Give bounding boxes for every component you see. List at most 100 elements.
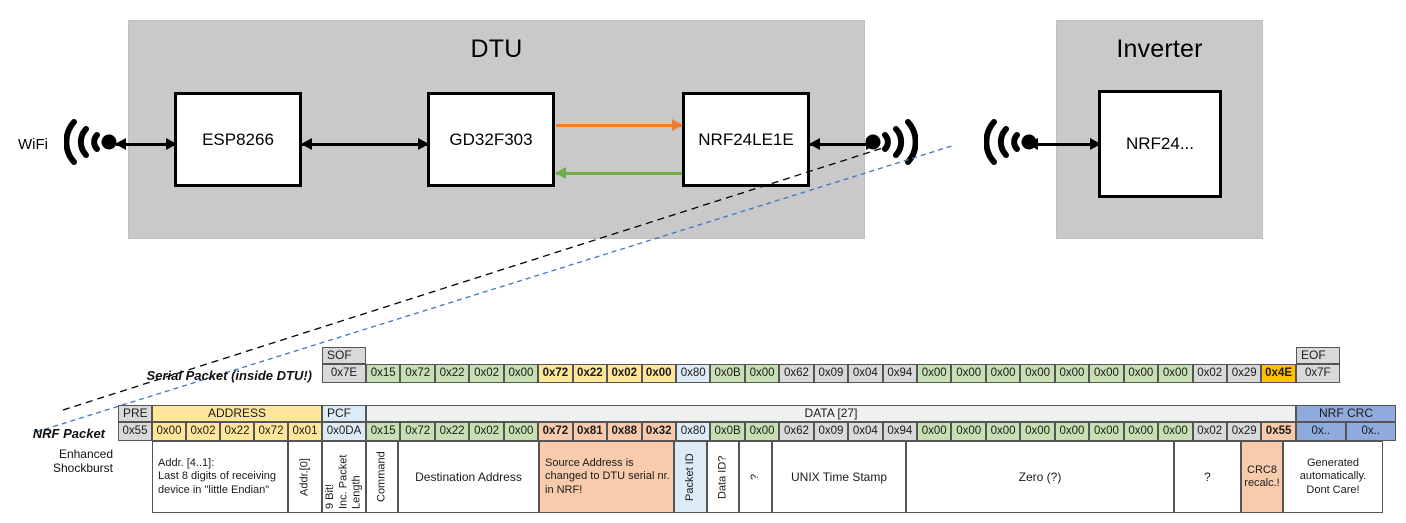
- serial-sof-header: SOF: [322, 347, 366, 364]
- nrf-byte-5: 0x72: [538, 422, 573, 441]
- nrf-byte-12: 0x62: [779, 422, 814, 441]
- serial-byte-13: 0x09: [813, 364, 849, 383]
- serial-byte-4: 0x00: [503, 364, 539, 383]
- nrf-byte-18: 0x00: [985, 422, 1021, 441]
- nrf-crc-byte-0: 0x..: [1295, 422, 1346, 441]
- nrf-byte-15: 0x94: [882, 422, 917, 441]
- inverter-title: Inverter: [1116, 35, 1203, 63]
- serial-packet-row-label: Serial Packet (inside DTU!): [146, 368, 312, 383]
- nrf-crc-list: 0x..0x..: [1295, 422, 1396, 441]
- nrf-pre-value: 0x55: [118, 422, 152, 441]
- serial-header-row: SOF EOF: [322, 347, 1340, 364]
- nrf-byte-24: 0x02: [1192, 422, 1227, 441]
- annotation-crc8: CRC8 recalc.!: [1241, 441, 1283, 513]
- serial-byte-21: 0x00: [1089, 364, 1124, 383]
- nrf-byte-14: 0x04: [848, 422, 883, 441]
- serial-byte-18: 0x00: [985, 364, 1021, 383]
- serial-byte-23: 0x00: [1158, 364, 1193, 383]
- chip-esp8266: ESP8266: [174, 92, 302, 187]
- serial-byte-8: 0x00: [641, 364, 676, 383]
- annotation-crc-note: Generated automatically. Dont Care!: [1283, 441, 1383, 513]
- nrf-address-byte-3: 0x72: [254, 422, 288, 441]
- nrf-byte-19: 0x00: [1020, 422, 1055, 441]
- annotation-pre-blank: [118, 441, 152, 513]
- annotation-destination-address: Destination Address: [398, 441, 539, 513]
- nrf-byte-17: 0x00: [951, 422, 986, 441]
- serial-byte-22: 0x00: [1123, 364, 1159, 383]
- nrf-header-row: PRE ADDRESS PCF DATA [27] NRF CRC: [118, 405, 1396, 422]
- nrf-crc-header: NRF CRC: [1296, 405, 1396, 422]
- serial-byte-3: 0x02: [469, 364, 504, 383]
- chip-nrf24-label: NRF24...: [1125, 134, 1195, 153]
- serial-byte-5: 0x72: [538, 364, 573, 383]
- serial-byte-16: 0x00: [917, 364, 952, 383]
- nrf-byte-3: 0x02: [469, 422, 504, 441]
- serial-byte-24: 0x02: [1192, 364, 1227, 383]
- nrf-byte-20: 0x00: [1054, 422, 1090, 441]
- nrf-byte-0: 0x15: [366, 422, 401, 441]
- chip-esp8266-label: ESP8266: [202, 129, 274, 149]
- serial-byte-20: 0x00: [1054, 364, 1090, 383]
- chip-nrf24le1e: NRF24LE1E: [682, 92, 810, 187]
- annotation-address: Addr. [4..1]: Last 8 digits of receiving…: [152, 441, 288, 513]
- annotation-row: Addr. [4..1]: Last 8 digits of receiving…: [118, 441, 1383, 513]
- serial-eof-header: EOF: [1296, 347, 1340, 364]
- nrf-byte-6: 0x81: [572, 422, 608, 441]
- nrf-byte-26: 0x55: [1261, 422, 1296, 441]
- serial-byte-9: 0x80: [675, 364, 711, 383]
- nrf-byte-11: 0x00: [744, 422, 780, 441]
- chip-gd32f303-label: GD32F303: [449, 129, 533, 149]
- nrf-byte-1: 0x72: [400, 422, 435, 441]
- nrf-address-header: ADDRESS: [152, 405, 322, 422]
- nrf-byte-25: 0x29: [1226, 422, 1262, 441]
- serial-byte-11: 0x00: [744, 364, 780, 383]
- nrf-byte-23: 0x00: [1158, 422, 1193, 441]
- serial-sof-value: 0x7E: [322, 364, 366, 383]
- wifi-label: WiFi: [18, 136, 48, 153]
- nrf-pcf-value: 0x0DA: [322, 422, 366, 441]
- nrf-byte-7: 0x88: [607, 422, 642, 441]
- nrf-crc-byte-1: 0x..: [1345, 422, 1396, 441]
- nrf-pre-header: PRE: [118, 405, 152, 422]
- annotation-addr0: Addr.[0]: [288, 441, 322, 513]
- nrf-pcf-header: PCF: [322, 405, 366, 422]
- serial-byte-1: 0x72: [400, 364, 435, 383]
- annotation-unix-timestamp: UNIX Time Stamp: [772, 441, 906, 513]
- annotation-zero: Zero (?): [906, 441, 1174, 513]
- serial-byte-17: 0x00: [951, 364, 986, 383]
- serial-byte-6: 0x22: [572, 364, 608, 383]
- serial-byte-15: 0x94: [882, 364, 917, 383]
- nrf-address-byte-2: 0x22: [220, 422, 254, 441]
- nrf-byte-2: 0x22: [434, 422, 470, 441]
- serial-byte-2: 0x22: [434, 364, 470, 383]
- serial-byte-7: 0x02: [607, 364, 642, 383]
- nrf-address-byte-4: 0x01: [288, 422, 322, 441]
- annotation-unknown-1: ?: [739, 441, 772, 513]
- serial-eof-value: 0x7F: [1295, 364, 1340, 383]
- wifi-antenna-icon: [64, 119, 117, 165]
- serial-byte-10: 0x0B: [710, 364, 745, 383]
- dtu-title: DTU: [470, 35, 523, 63]
- serial-byte-14: 0x04: [848, 364, 883, 383]
- chip-nrf24le1e-label: NRF24LE1E: [698, 129, 794, 149]
- nrf-byte-9: 0x80: [675, 422, 711, 441]
- annotation-unknown-2: ?: [1174, 441, 1241, 513]
- chip-nrf24: NRF24...: [1098, 90, 1222, 198]
- serial-byte-19: 0x00: [1020, 364, 1055, 383]
- serial-byte-26: 0x4E: [1261, 364, 1296, 383]
- serial-header-spacer: [366, 347, 1296, 364]
- annotation-command: Command: [366, 441, 398, 513]
- nrf-byte-4: 0x00: [503, 422, 539, 441]
- nrf-address-byte-1: 0x02: [186, 422, 220, 441]
- serial-byte-25: 0x29: [1226, 364, 1262, 383]
- nrf-byte-10: 0x0B: [710, 422, 745, 441]
- nrf-address-byte-0: 0x00: [152, 422, 186, 441]
- serial-byte-0: 0x15: [366, 364, 401, 383]
- nrf-packet-row-label: NRF Packet: [32, 426, 105, 441]
- annotation-data-id: Data ID?: [707, 441, 739, 513]
